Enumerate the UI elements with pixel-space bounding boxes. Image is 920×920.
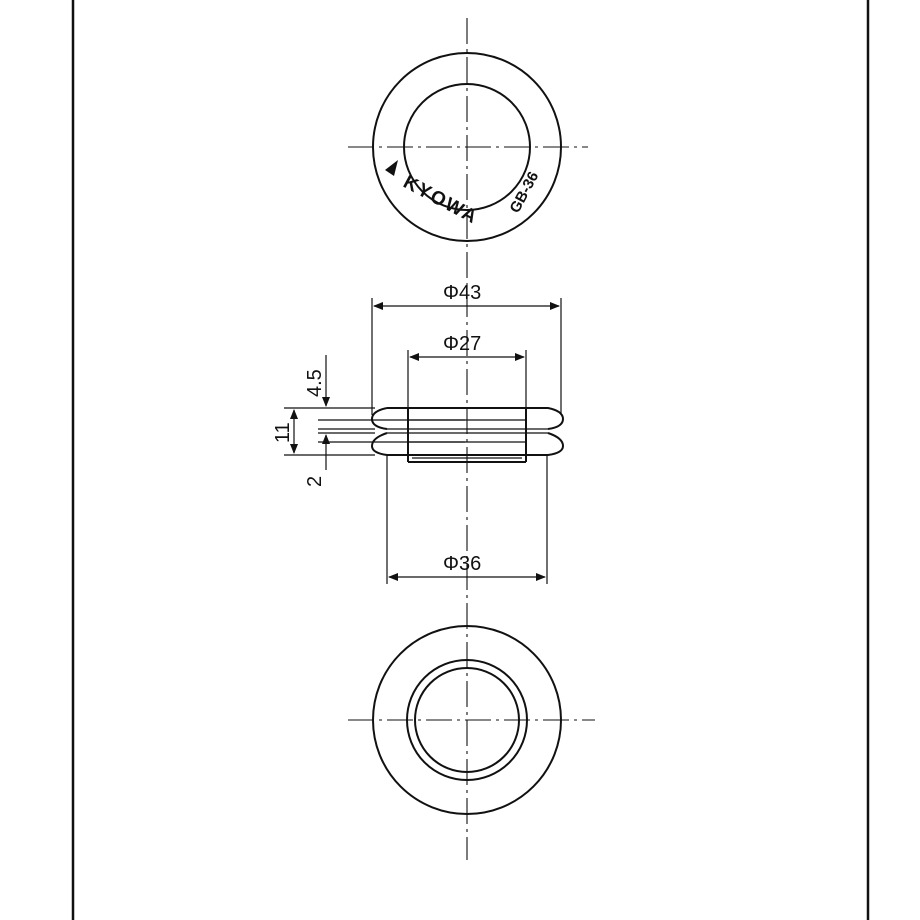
side-view: Φ43 Φ27 Φ36 4.5 11 2 (272, 282, 565, 584)
dim-inner-bore: Φ27 (443, 333, 481, 355)
dim-groove: 2 (304, 476, 326, 487)
dim-outer-flange: Φ43 (443, 282, 481, 304)
bottom-view (348, 625, 595, 815)
brand-label: KYOWA (400, 172, 482, 229)
dim-mounting: Φ36 (443, 553, 481, 575)
drawing-frame (71, 0, 870, 920)
kyowa-logo-icon (385, 160, 398, 176)
dim-total-height: 11 (272, 422, 294, 443)
dim-flange-height: 4.5 (304, 369, 326, 397)
top-view: KYOWA GB-36 (348, 52, 588, 242)
